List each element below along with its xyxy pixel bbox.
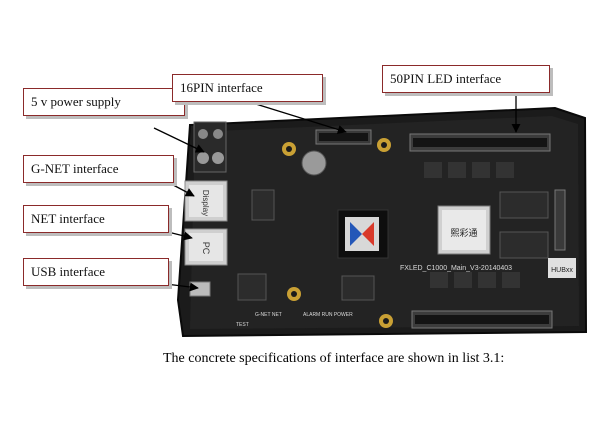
- callout-net: NET interface: [23, 205, 169, 233]
- main-processor: [337, 209, 389, 259]
- led-test-label: TEST: [236, 322, 249, 328]
- callout-16pin: 16PIN interface: [172, 74, 323, 102]
- port-display-label: Display: [201, 190, 210, 216]
- callout-50pin: 50PIN LED interface: [382, 65, 550, 93]
- callout-pointers: [149, 95, 521, 292]
- callout-power-supply: 5 v power supply: [23, 88, 185, 116]
- port-pc-label: PC: [201, 242, 211, 255]
- chip-mark-text: 熙彩通: [450, 228, 477, 238]
- callout-usb: USB interface: [23, 258, 169, 286]
- usb-port: [189, 281, 211, 297]
- led-gnet-net-label: G-NET NET: [255, 312, 282, 318]
- gnet-port: Display: [184, 180, 228, 222]
- coin-battery: [301, 150, 327, 176]
- controller-board: Display PC 熙彩通: [176, 106, 588, 338]
- hub-label-text: HUBxx: [551, 267, 573, 274]
- specification-caption: The concrete specifications of interface…: [163, 351, 505, 366]
- board-model-text: FXLED_C1000_Main_V3-20140403: [400, 265, 512, 272]
- led-alarm-run-power-label: ALARM RUN POWER: [303, 312, 353, 318]
- net-port: PC: [184, 228, 228, 266]
- power-terminal: [193, 121, 227, 173]
- callout-gnet: G-NET interface: [23, 155, 174, 183]
- fpga-chip: 熙彩通: [437, 205, 491, 255]
